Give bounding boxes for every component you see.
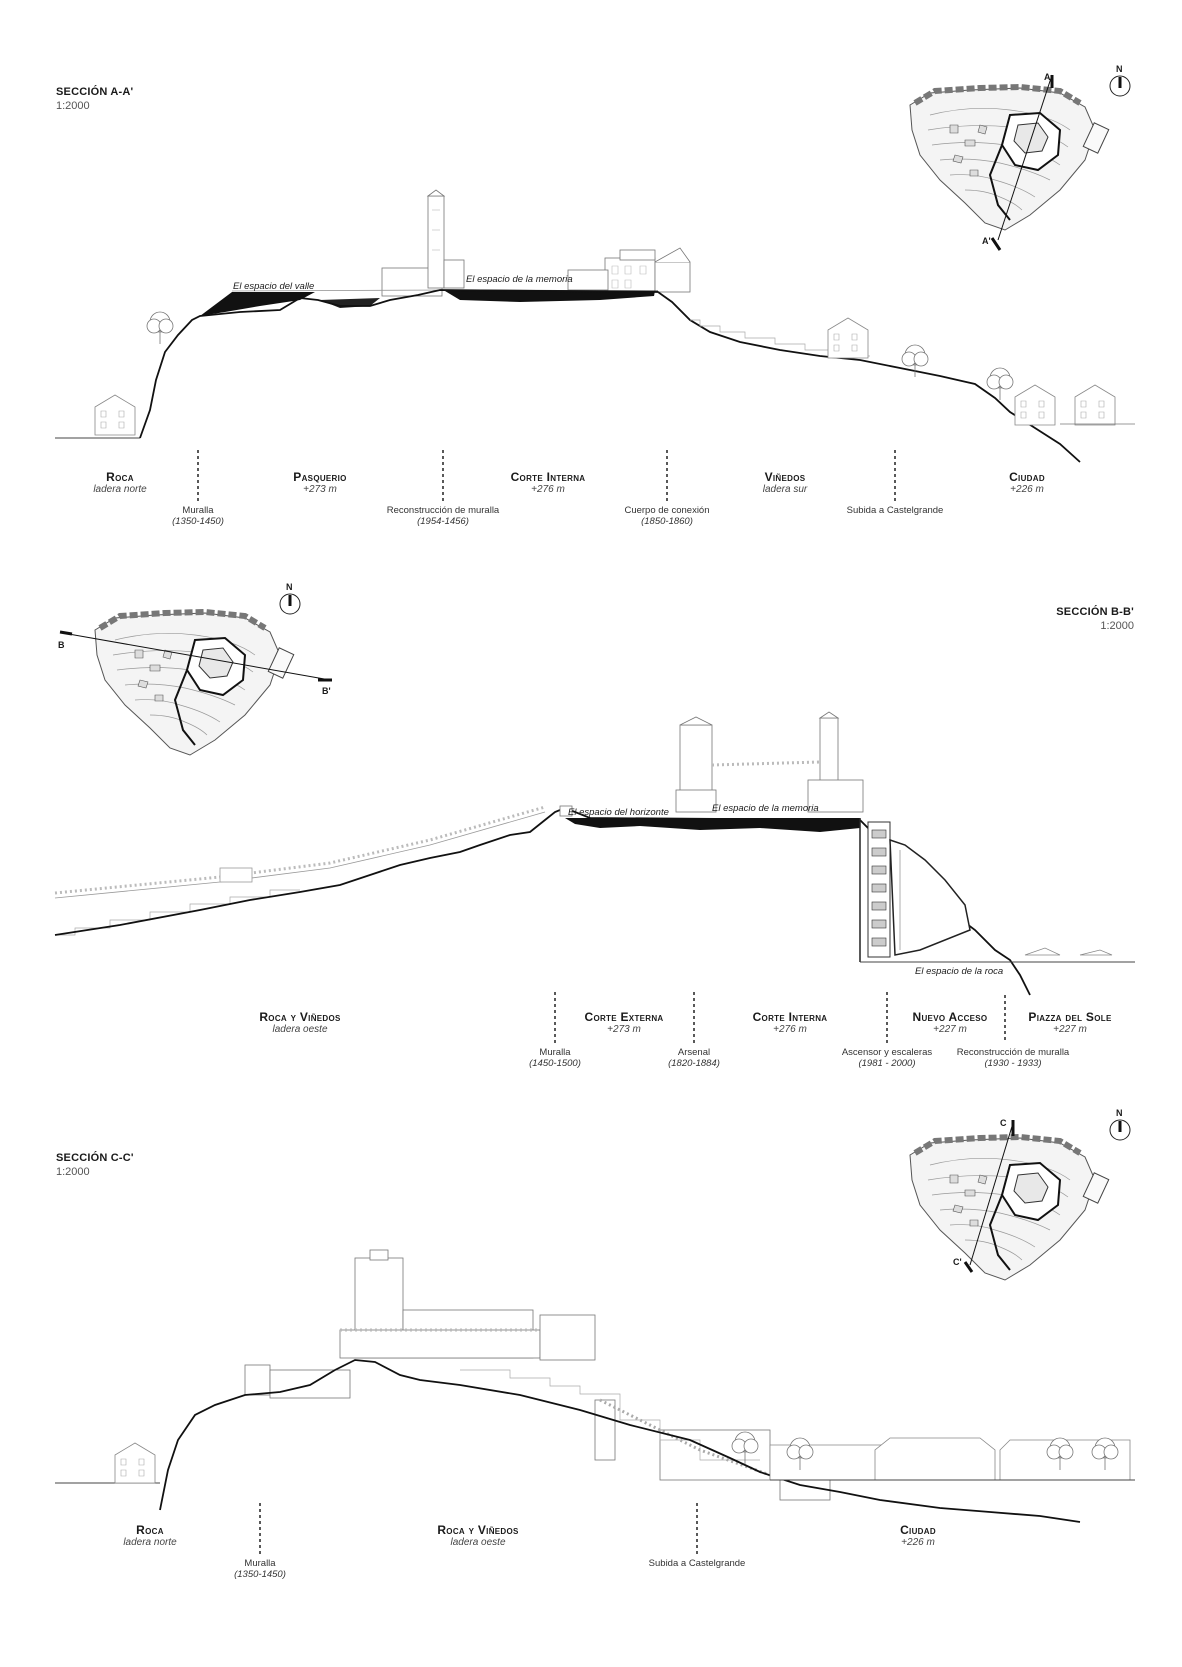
zone-vinedos: Viñedos ladera sur xyxy=(762,470,808,495)
divider-ascensor: Ascensor y escaleras(1981 - 2000) xyxy=(841,1047,933,1069)
space-horizonte-label: El espacio del horizonte xyxy=(568,807,669,818)
section-c-title: SECCIÓN C-C' xyxy=(56,1152,134,1164)
divider-subida-c: Subida a Castelgrande xyxy=(648,1558,746,1569)
divider-muralla-b: Muralla(1450-1500) xyxy=(529,1047,581,1069)
section-c-drawing xyxy=(55,1119,1135,1523)
divider-reconstruccion-a: Reconstrucción de muralla(1954-1456) xyxy=(386,505,500,527)
zone-corte-externa: Corte Externa +273 m xyxy=(584,1010,664,1035)
section-b-scale: 1:2000 xyxy=(1100,620,1134,632)
zone-piazza-del-sole: Piazza del Sole +227 m xyxy=(1028,1010,1112,1035)
marker-a-end: A' xyxy=(982,236,991,246)
divider-arsenal: Arsenal(1820-1884) xyxy=(668,1047,720,1069)
zone-corte-interna-b: Corte Interna +276 m xyxy=(752,1010,828,1035)
zone-pasquerio: Pasquerio +273 m xyxy=(293,470,347,495)
section-a-drawing xyxy=(55,74,1135,463)
marker-b-end: B' xyxy=(322,686,331,696)
zone-roca-vinedos-b: Roca y Viñedos ladera oeste xyxy=(259,1010,341,1035)
divider-muralla-a: Muralla(1350-1450) xyxy=(172,505,224,527)
section-c-scale: 1:2000 xyxy=(56,1166,90,1178)
space-roca-label: El espacio de la roca xyxy=(915,966,1004,977)
divider-muralla-c: Muralla(1350-1450) xyxy=(234,1558,286,1580)
dividers xyxy=(197,450,896,1555)
marker-c-start: C xyxy=(1000,1118,1007,1128)
section-a-scale: 1:2000 xyxy=(56,100,90,112)
zone-ciudad-c: Ciudad +226 m xyxy=(900,1523,936,1548)
zone-corte-interna-a: Corte Interna +276 m xyxy=(510,470,586,495)
divider-subida-a: Subida a Castelgrande xyxy=(846,505,944,516)
zone-ciudad-a: Ciudad +226 m xyxy=(1009,470,1045,495)
space-valle-label: El espacio del valle xyxy=(233,281,315,292)
section-b-title: SECCIÓN B-B' xyxy=(1056,606,1134,618)
section-b-drawing xyxy=(54,593,1135,996)
zone-nuevo-acceso: Nuevo Acceso +227 m xyxy=(912,1010,988,1035)
zone-roca-vinedos-c: Roca y Viñedos ladera oeste xyxy=(437,1523,519,1548)
space-memoria-a-label: El espacio de la memoria xyxy=(466,274,573,285)
section-a-title: SECCIÓN A-A' xyxy=(56,86,134,98)
zone-roca-a: Roca ladera norte xyxy=(93,470,147,495)
space-memoria-b-label: El espacio de la memoria xyxy=(712,803,819,814)
marker-c-end: C' xyxy=(953,1257,962,1267)
divider-cuerpo-conexion: Cuerpo de conexión(1850-1860) xyxy=(624,505,710,527)
north-label-a: N xyxy=(1116,64,1123,74)
zone-roca-c: Roca ladera norte xyxy=(123,1523,177,1548)
north-label-c: N xyxy=(1116,1108,1123,1118)
divider-reconstruccion-b: Reconstrucción de muralla(1930 - 1933) xyxy=(956,1047,1070,1069)
marker-a-start: A xyxy=(1044,72,1051,82)
marker-b-start: B xyxy=(58,640,65,650)
north-label-b: N xyxy=(286,582,293,592)
